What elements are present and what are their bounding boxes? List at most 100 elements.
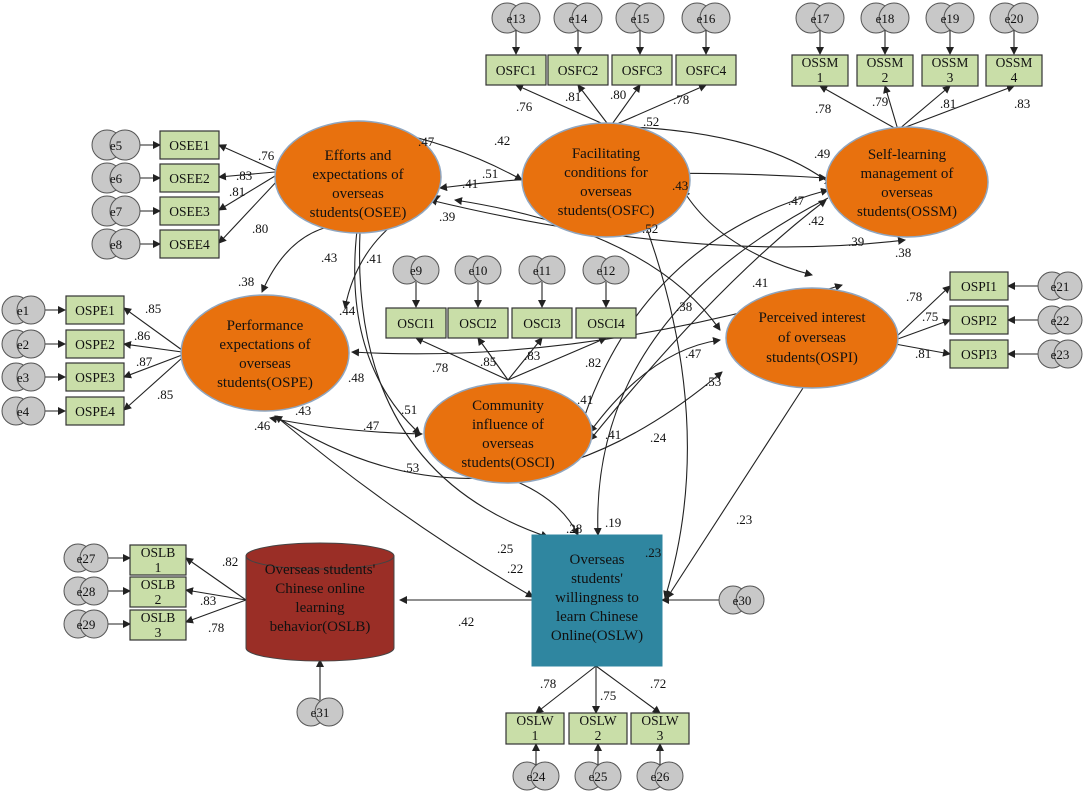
coef-label: .42 — [494, 133, 510, 148]
latent-oslw-line-2: students' — [571, 571, 623, 587]
indicator-osee-2: OSEE2 — [159, 163, 220, 193]
coef-label: .81 — [940, 96, 956, 111]
indicator-ossm-2: OSSM 2 — [856, 54, 914, 87]
latent-osfc-line-2: conditions for — [564, 165, 648, 181]
indicator-label: OSPI1 — [961, 279, 997, 294]
latent-oslb-line-3: learning — [295, 600, 345, 616]
coef-label: .85 — [480, 354, 496, 369]
indicator-oslw-3: OSLW 3 — [630, 712, 690, 745]
error-label: e21 — [1051, 279, 1070, 294]
coef-label: .81 — [915, 346, 931, 361]
indicator-label: 1 — [817, 70, 824, 85]
error-label: e30 — [733, 593, 752, 608]
indicator-label: OSEE4 — [169, 237, 210, 252]
coef-label: .85 — [157, 387, 173, 402]
error-node-e22: e22 — [1037, 305, 1083, 335]
coef-label: .81 — [229, 184, 245, 199]
coef-label: .42 — [808, 213, 824, 228]
error-node-e6: e6 — [91, 162, 141, 194]
loading-oslw-3 — [595, 665, 661, 714]
indicator-osci-3: OSCI3 — [511, 307, 573, 339]
error-node-e8: e8 — [91, 228, 141, 260]
latent-oslb-line-4: behavior(OSLB) — [270, 619, 371, 635]
coef-label: .76 — [516, 99, 533, 114]
path-ospi-oslw — [666, 387, 804, 599]
coef-label: .47 — [788, 193, 805, 208]
error-node-e25: e25 — [574, 761, 622, 791]
loading-arrows — [123, 84, 1015, 714]
error-node-e23: e23 — [1037, 339, 1083, 369]
loading-osfc-4 — [609, 84, 707, 128]
indicator-label: 3 — [657, 728, 664, 743]
indicator-label: 3 — [947, 70, 954, 85]
coef-label: .53 — [705, 374, 721, 389]
coef-label: .43 — [672, 178, 688, 193]
indicator-osfc-4: OSFC4 — [675, 54, 737, 86]
coef-label: .72 — [650, 676, 666, 691]
coef-label: .51 — [482, 166, 498, 181]
error-node-e11: e11 — [518, 255, 566, 285]
error-label: e1 — [17, 303, 29, 318]
error-node-e10: e10 — [454, 255, 502, 285]
latent-oslw-line-1: Overseas — [570, 552, 625, 568]
coef-label: .19 — [605, 515, 621, 530]
indicator-label: OSCI3 — [523, 316, 561, 331]
latent-osfc-line-4: students(OSFC) — [558, 203, 655, 219]
cov-osci-ossm-2 — [589, 199, 827, 441]
path-osfc-oslw — [639, 209, 688, 599]
latent-osfc-line-1: Facilitating — [572, 146, 641, 162]
coef-label: .78 — [208, 620, 224, 635]
coef-label: .75 — [600, 688, 616, 703]
structural-paths — [277, 197, 829, 700]
indicator-label: OSLW — [516, 713, 554, 728]
indicator-osee-3: OSEE3 — [159, 196, 220, 226]
loading-oslw-1 — [535, 665, 597, 714]
indicator-ospe-3: OSPE3 — [65, 362, 125, 392]
coef-label: .43 — [295, 403, 311, 418]
loading-oslb-2 — [185, 587, 247, 601]
indicator-osfc-1: OSFC1 — [485, 54, 547, 86]
coef-label: .41 — [366, 251, 382, 266]
coef-label: .76 — [258, 148, 275, 163]
indicator-ospe-2: OSPE2 — [65, 329, 125, 359]
error-node-e12: e12 — [582, 255, 630, 285]
indicator-label: OSCI4 — [587, 316, 625, 331]
error-label: e9 — [410, 263, 422, 278]
indicator-label: OSLB — [141, 610, 176, 625]
error-label: e4 — [17, 404, 30, 419]
error-label: e18 — [876, 11, 895, 26]
loading-osee-3 — [218, 175, 276, 211]
error-node-e4: e4 — [1, 396, 46, 426]
error-node-e19: e19 — [925, 2, 975, 34]
coef-label: .47 — [363, 418, 380, 433]
coef-label: .82 — [585, 355, 601, 370]
loading-ossm-2 — [883, 85, 899, 131]
error-node-e17: e17 — [795, 2, 845, 34]
indicator-osee-1: OSEE1 — [159, 130, 220, 160]
indicator-label: OSLW — [579, 713, 617, 728]
error-label: e16 — [697, 11, 716, 26]
coef-label: .38 — [238, 274, 254, 289]
indicator-label: OSSM — [996, 55, 1033, 70]
loading-ospi-3 — [894, 343, 951, 357]
error-node-e16: e16 — [681, 2, 731, 34]
loading-osci-3 — [507, 337, 543, 381]
indicator-label: OSFC1 — [496, 63, 537, 78]
indicator-label: OSSM — [932, 55, 969, 70]
indicator-label: OSLB — [141, 577, 176, 592]
indicator-label: 3 — [155, 625, 162, 640]
coef-label: .53 — [403, 460, 419, 475]
loading-osee-1 — [218, 144, 276, 171]
error-label: e28 — [77, 584, 96, 599]
indicator-ospi-2: OSPI2 — [949, 305, 1009, 335]
latent-oslb-line-2: Chinese online — [275, 581, 365, 597]
coef-label: .49 — [814, 146, 830, 161]
error-label: e10 — [469, 263, 488, 278]
coef-label: .80 — [610, 87, 626, 102]
error-node-e13: e13 — [491, 2, 541, 34]
coef-label: .85 — [145, 301, 161, 316]
latent-osee-line-1: Efforts and — [325, 148, 392, 164]
coef-label: .47 — [685, 346, 702, 361]
latent-ospe: Performance expectations of overseas stu… — [180, 294, 350, 412]
indicator-osee-4: OSEE4 — [159, 229, 220, 259]
